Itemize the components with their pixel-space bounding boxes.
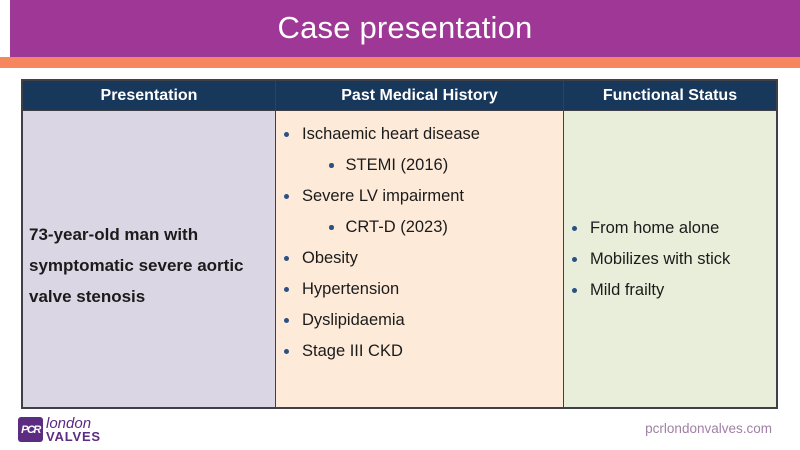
list-item: Hypertension xyxy=(276,274,563,305)
bullet-icon xyxy=(284,132,289,137)
list-item: Mobilizes with stick xyxy=(564,244,776,275)
logo-valves-label: VALVES xyxy=(46,429,101,444)
list-item-label: Mild frailty xyxy=(590,280,665,299)
bullet-icon xyxy=(284,318,289,323)
list-item-label: Dyslipidaemia xyxy=(302,311,405,329)
list-item: Severe LV impairment xyxy=(276,181,563,212)
bullet-icon xyxy=(329,163,334,168)
list-item: From home alone xyxy=(564,213,776,244)
column-header-functional-status: Functional Status xyxy=(564,81,776,110)
list-item: Obesity xyxy=(276,243,563,274)
slide-title: Case presentation xyxy=(277,10,533,45)
patient-summary: 73-year-old man with symptomatic severe … xyxy=(29,224,244,306)
pcr-logo-icon: PCR xyxy=(18,417,43,442)
list-item-label: Hypertension xyxy=(302,280,400,298)
title-banner: Case presentation xyxy=(10,0,800,57)
column-header-past-medical-history: Past Medical History xyxy=(276,81,564,110)
bullet-icon xyxy=(284,256,289,261)
list-item-label: Severe LV impairment xyxy=(302,187,465,205)
list-item-label: Mobilizes with stick xyxy=(590,249,731,268)
list-item-label: Ischaemic heart disease xyxy=(302,125,480,143)
logo-wordmark: london VALVES xyxy=(46,415,101,444)
list-item: STEMI (2016) xyxy=(276,150,563,181)
bullet-icon xyxy=(572,225,577,231)
list-item-label: Stage III CKD xyxy=(302,342,403,360)
list-item: CRT-D (2023) xyxy=(276,212,563,243)
bullet-icon xyxy=(572,256,577,262)
bullet-icon xyxy=(284,349,289,354)
case-table: Presentation Past Medical History Functi… xyxy=(21,79,778,409)
accent-stripe xyxy=(0,57,800,68)
presentation-cell: 73-year-old man with symptomatic severe … xyxy=(23,110,276,407)
list-item: Ischaemic heart disease xyxy=(276,119,563,150)
list-item-label: CRT-D (2023) xyxy=(345,218,448,236)
list-item: Mild frailty xyxy=(564,275,776,306)
list-item-label: From home alone xyxy=(590,218,720,237)
pcr-london-valves-logo: PCR london VALVES xyxy=(18,415,101,444)
logo-london-label: london xyxy=(46,415,92,432)
pcr-logo-acronym: PCR xyxy=(21,423,41,436)
list-item: Dyslipidaemia xyxy=(276,305,563,336)
column-header-presentation: Presentation xyxy=(23,81,276,110)
bullet-icon xyxy=(284,287,289,292)
list-item-label: STEMI (2016) xyxy=(345,156,449,174)
footer-website-url: pcrlondonvalves.com xyxy=(645,421,772,436)
bullet-icon xyxy=(284,194,289,199)
list-item: Stage III CKD xyxy=(276,336,563,367)
list-item-label: Obesity xyxy=(302,249,358,267)
bullet-icon xyxy=(329,225,334,230)
bullet-icon xyxy=(572,287,577,293)
